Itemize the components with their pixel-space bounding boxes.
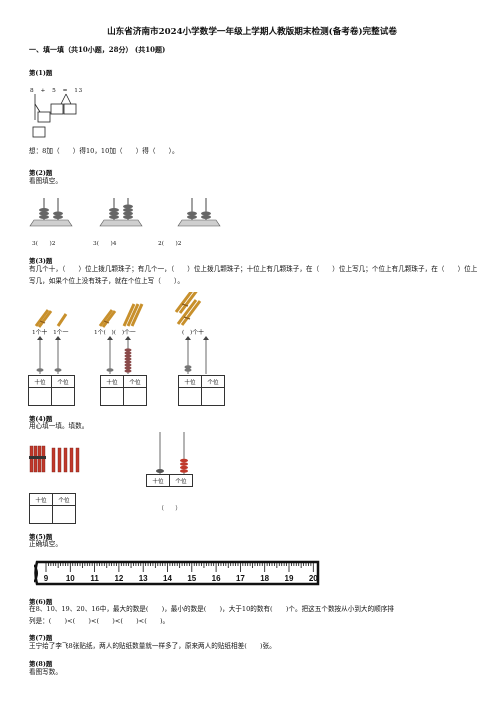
tens-cell[interactable] [178,387,202,406]
tens-header: 十位 [146,474,170,487]
ruler-label: 18 [260,574,269,583]
ones-cell[interactable] [52,505,76,524]
q2-blank-1: 3( )2 [32,241,56,247]
q4-answer-paren: （ ） [158,506,182,512]
q2-prompt: 看图填空。 [29,177,62,185]
ruler-label: 12 [114,574,123,583]
q1-decomposition-diagram [32,93,77,138]
q3-stick-bundles [34,292,202,328]
q6-line-1: 在8、10、19、20、16中，最大的数是( )，最小的数是( )，大于10的数… [29,605,394,613]
ruler-label: 10 [66,574,75,583]
section-heading: 一、填一填（共10小题，28分） (共10题) [29,45,166,54]
ones-header: 个位 [123,375,147,388]
ruler-label: 20 [309,574,318,583]
q3-caption-1: 1个十 1个一 [32,330,69,336]
ones-cell[interactable] [51,387,75,406]
q3-place-value-table-3: 十位个位 [178,375,225,406]
ruler-label: 13 [139,574,148,583]
q3-counting-rods [36,336,209,374]
q1-equation: 8 + 5 = 13 [30,88,83,94]
q5-prompt: 正确填空。 [29,540,62,548]
question-2-label: 第(2)题 [29,169,53,177]
tens-cell[interactable] [29,505,53,524]
ones-header: 个位 [52,493,76,506]
tens-cell[interactable] [28,387,52,406]
tens-header: 十位 [28,375,52,388]
question-8-label: 第(8)题 [29,660,53,668]
q5-ruler: 9 10 11 12 13 14 15 16 17 18 19 20 [34,560,320,586]
ruler-label: 17 [236,574,245,583]
q4-red-sticks-bundle [29,445,80,473]
q4-prompt: 用心填一填。填数。 [29,422,89,430]
q6-line-2: 列是：( )<( )<( )<( )<( )。 [29,617,170,625]
q2-blank-2: 3( )4 [93,241,117,247]
q3-place-value-table-1: 十位个位 [28,375,75,406]
q1-text: 想：8加（ ）得10，10加（ ）得（ ）。 [29,147,179,155]
question-6-label: 第(6)题 [29,598,53,606]
ruler-label: 16 [212,574,221,583]
question-4-label: 第(4)题 [29,415,53,423]
ruler-label: 11 [90,574,99,583]
question-3-label: 第(3)题 [29,257,53,265]
q3-caption-3: ( )个十 [182,330,204,336]
ruler-label: 9 [44,574,49,583]
document-title: 山东省济南市2024小学数学一年级上学期人教版期末检测(备考卷)完整试卷 [107,27,397,37]
ruler-label: 19 [285,574,294,583]
question-7-label: 第(7)题 [29,634,53,642]
q2-blank-3: 2( )2 [158,241,182,247]
tens-header: 十位 [178,375,202,388]
q3-text: 有几个十，（ ）位上拨几颗珠子；有几个一，（ ）位上拨几颗珠子；十位上有几颗珠子… [29,265,478,285]
ruler-label: 15 [187,574,196,583]
q4-place-value-table: 十位个位 [29,493,76,524]
question-5-label: 第(5)题 [29,533,53,541]
ones-header: 个位 [51,375,75,388]
ones-header: 个位 [169,474,193,487]
tens-header: 十位 [100,375,124,388]
tens-cell[interactable] [100,387,124,406]
ruler-label: 14 [163,574,172,583]
q2-abacus-row [29,198,221,227]
q3-caption-2: 1个( )( )个一 [94,330,136,336]
q7-text: 王宁给了李飞8张贴纸，两人的贴纸数量就一样多了，原来两人的贴纸相差( )张。 [29,642,276,650]
ones-cell[interactable] [123,387,147,406]
q4-abacus-table: 十位个位 [146,474,193,487]
ones-cell[interactable] [201,387,225,406]
tens-header: 十位 [29,493,53,506]
q4-abacus [156,432,188,474]
question-1-label: 第(1)题 [29,69,53,77]
q3-place-value-table-2: 十位个位 [100,375,147,406]
ones-header: 个位 [201,375,225,388]
q8-prompt: 看图写数。 [29,668,62,676]
